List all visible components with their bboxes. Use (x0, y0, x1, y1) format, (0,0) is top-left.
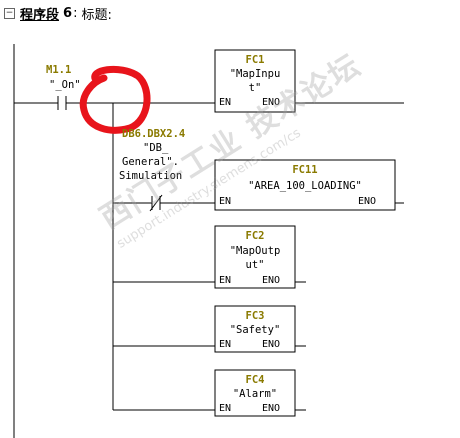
contact-m1-1-symbol: "_On" (49, 79, 81, 91)
fc11-en-pin: EN (219, 196, 232, 207)
fc11-name: FC11 (292, 164, 318, 176)
fc3-en-pin: EN (219, 339, 232, 350)
fc3-symbol: "Safety" (229, 324, 281, 336)
network-title: 程序段 (20, 8, 60, 23)
fc1-symbol-line2: t" (248, 82, 262, 94)
fc4-name: FC4 (245, 374, 265, 386)
contact-db6-slash (149, 194, 163, 212)
fc4-block[interactable] (214, 369, 296, 417)
fc4-eno-pin: ENO (262, 403, 281, 414)
network-number: 6 (63, 6, 73, 21)
fc2-symbol-line1: "MapOutp (229, 245, 281, 257)
fc1-eno-pin: ENO (262, 97, 281, 108)
network-header: − 程序段 6 : 标题: (4, 4, 112, 23)
fc1-symbol-line1: "MapInpu (229, 68, 281, 80)
fc2-name: FC2 (245, 230, 265, 242)
contact-db6-symbol-line2: General". (122, 156, 179, 168)
fc2-block[interactable] (214, 225, 296, 289)
fc1-block[interactable] (214, 49, 296, 113)
fc11-block[interactable] (214, 159, 396, 211)
fc11-eno-pin: ENO (358, 196, 377, 207)
network-label: 标题: (81, 8, 112, 23)
contact-db6-address: DB6.DBX2.4 (122, 128, 186, 140)
contact-db6-symbol-line3: Simulation (119, 170, 183, 182)
fc1-name: FC1 (245, 54, 265, 66)
fc2-symbol-line2: ut" (245, 259, 265, 271)
contact-db6-symbol-line1: "DB_ (143, 142, 169, 154)
fc2-en-pin: EN (219, 275, 232, 286)
fc3-eno-pin: ENO (262, 339, 281, 350)
fc11-symbol: "AREA_100_LOADING" (248, 180, 362, 192)
collapse-icon[interactable]: − (4, 8, 15, 19)
annotation-circle (79, 65, 151, 134)
fc4-en-pin: EN (219, 403, 232, 414)
fc1-en-pin: EN (219, 97, 232, 108)
fc3-block[interactable] (214, 305, 296, 353)
fc2-eno-pin: ENO (262, 275, 281, 286)
network-separator: : (73, 6, 78, 21)
contact-m1-1-address: M1.1 (46, 64, 72, 76)
fc4-symbol: "Alarm" (232, 388, 278, 400)
fc3-name: FC3 (245, 310, 265, 322)
